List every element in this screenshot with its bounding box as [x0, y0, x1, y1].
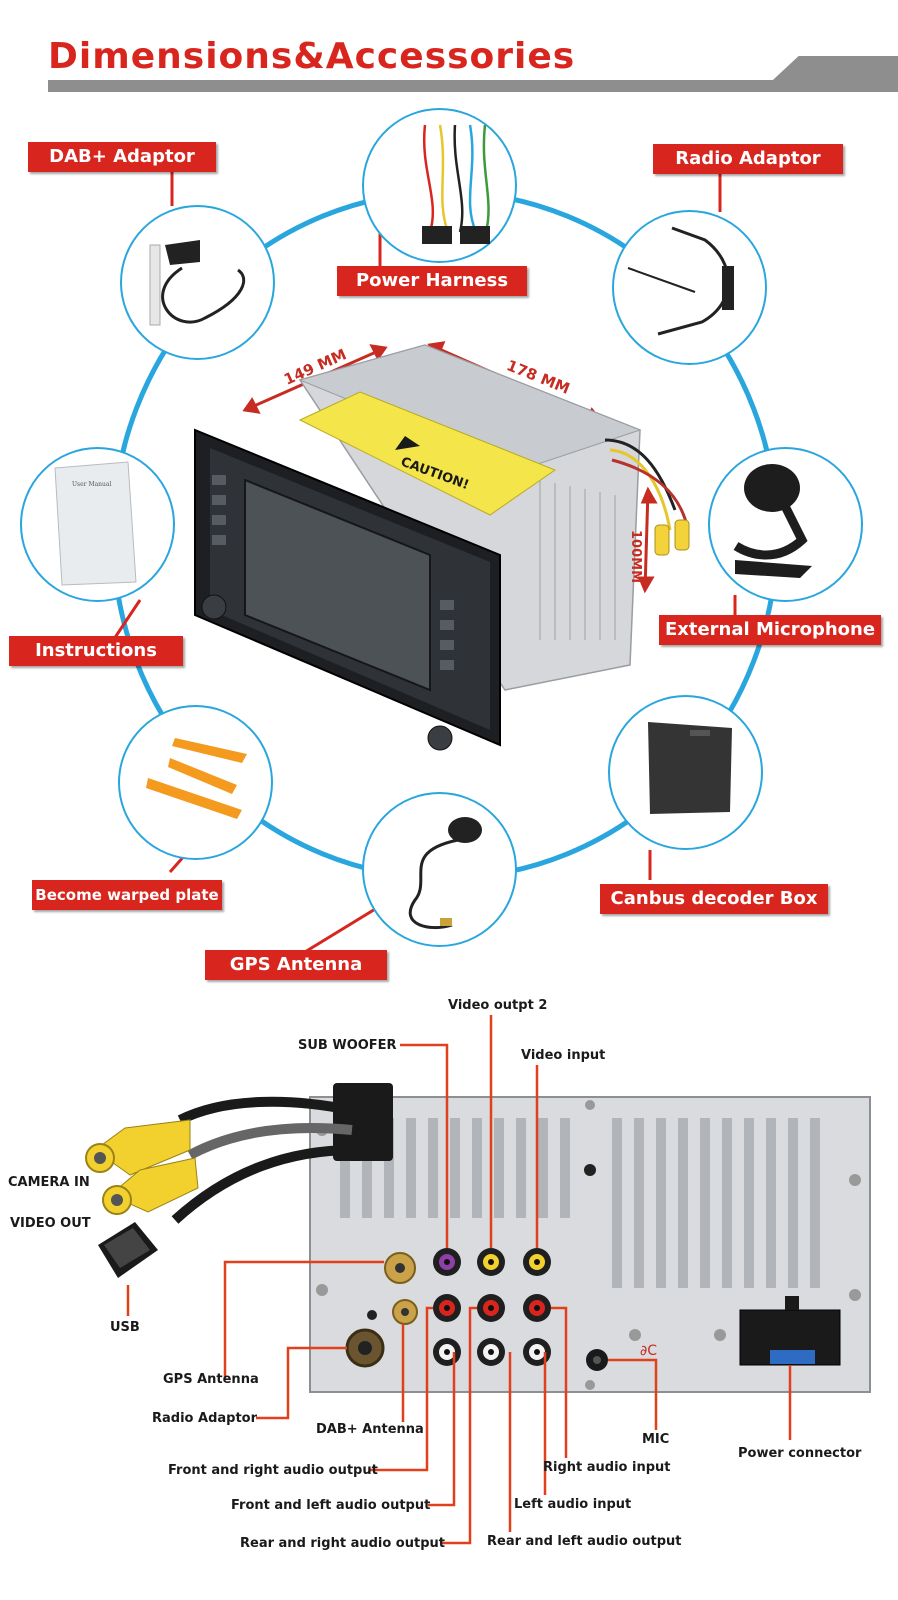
gps-antenna-icon-overlay: [408, 817, 482, 929]
label-power-connector: Power connector: [738, 1446, 862, 1461]
label-gps-antenna-port: GPS Antenna: [163, 1372, 259, 1387]
page-title: Dimensions&Accessories: [48, 36, 576, 77]
camera-in-plug: [85, 1119, 191, 1176]
microphone-icon-overlay: [733, 464, 812, 578]
label-mic: MIC: [642, 1432, 670, 1447]
label-radio-adaptor: Radio Adaptor: [653, 144, 843, 174]
head-unit-drawing: CAUTION!: [194, 344, 690, 751]
label-video-out: VIDEO OUT: [10, 1216, 91, 1231]
canbus-box-icon-overlay: [648, 722, 732, 814]
power-connector-block: [739, 1296, 841, 1366]
label-dab-adaptor: DAB+ Adaptor: [28, 142, 216, 172]
warped-plate-circle: [118, 705, 273, 860]
label-left-audio-input: Left audio input: [514, 1497, 632, 1512]
radio-adaptor-icon-overlay: [627, 226, 734, 336]
label-front-left-audio: Front and left audio output: [231, 1498, 431, 1513]
handwritten-marking: ∂C: [640, 1343, 657, 1359]
svg-text:User Manual: User Manual: [72, 481, 111, 488]
label-instructions: Instructions: [9, 636, 183, 666]
label-front-right-audio: Front and right audio output: [168, 1463, 378, 1478]
label-video-input: Video input: [521, 1048, 606, 1063]
label-usb: USB: [110, 1320, 140, 1335]
label-gps-antenna: GPS Antenna: [205, 950, 387, 980]
power-harness-icon-overlay: [422, 124, 490, 244]
label-rear-left-audio: Rear and left audio output: [487, 1534, 682, 1549]
label-dab-antenna: DAB+ Antenna: [316, 1422, 424, 1437]
pry-tools-icon-overlay: [146, 738, 247, 819]
label-canbus-box: Canbus decoder Box: [600, 884, 828, 914]
accessory-icons-overlay: User Manual: [54, 124, 812, 929]
label-sub-woofer: SUB WOOFER: [298, 1038, 397, 1053]
label-external-microphone: External Microphone: [659, 615, 881, 645]
dab-adaptor-circle: [120, 205, 275, 360]
label-rear-right-audio: Rear and right audio output: [240, 1536, 445, 1551]
dab-adaptor-icon-overlay: [149, 240, 246, 326]
label-power-harness: Power Harness: [337, 266, 527, 296]
label-radio-adaptor-port: Radio Adaptor: [152, 1411, 258, 1426]
usb-plug: [98, 1222, 158, 1278]
title-underline: [48, 80, 898, 92]
label-camera-in: CAMERA IN: [8, 1175, 90, 1190]
video-out-plug: [102, 1157, 199, 1215]
gps-antenna-circle: [362, 792, 517, 947]
label-video-output2: Video outpt 2: [448, 998, 548, 1013]
manual-icon-overlay: User Manual: [54, 461, 137, 586]
label-right-audio-input: Right audio input: [543, 1460, 671, 1475]
label-warped-plate: Become warped plate: [32, 880, 222, 910]
